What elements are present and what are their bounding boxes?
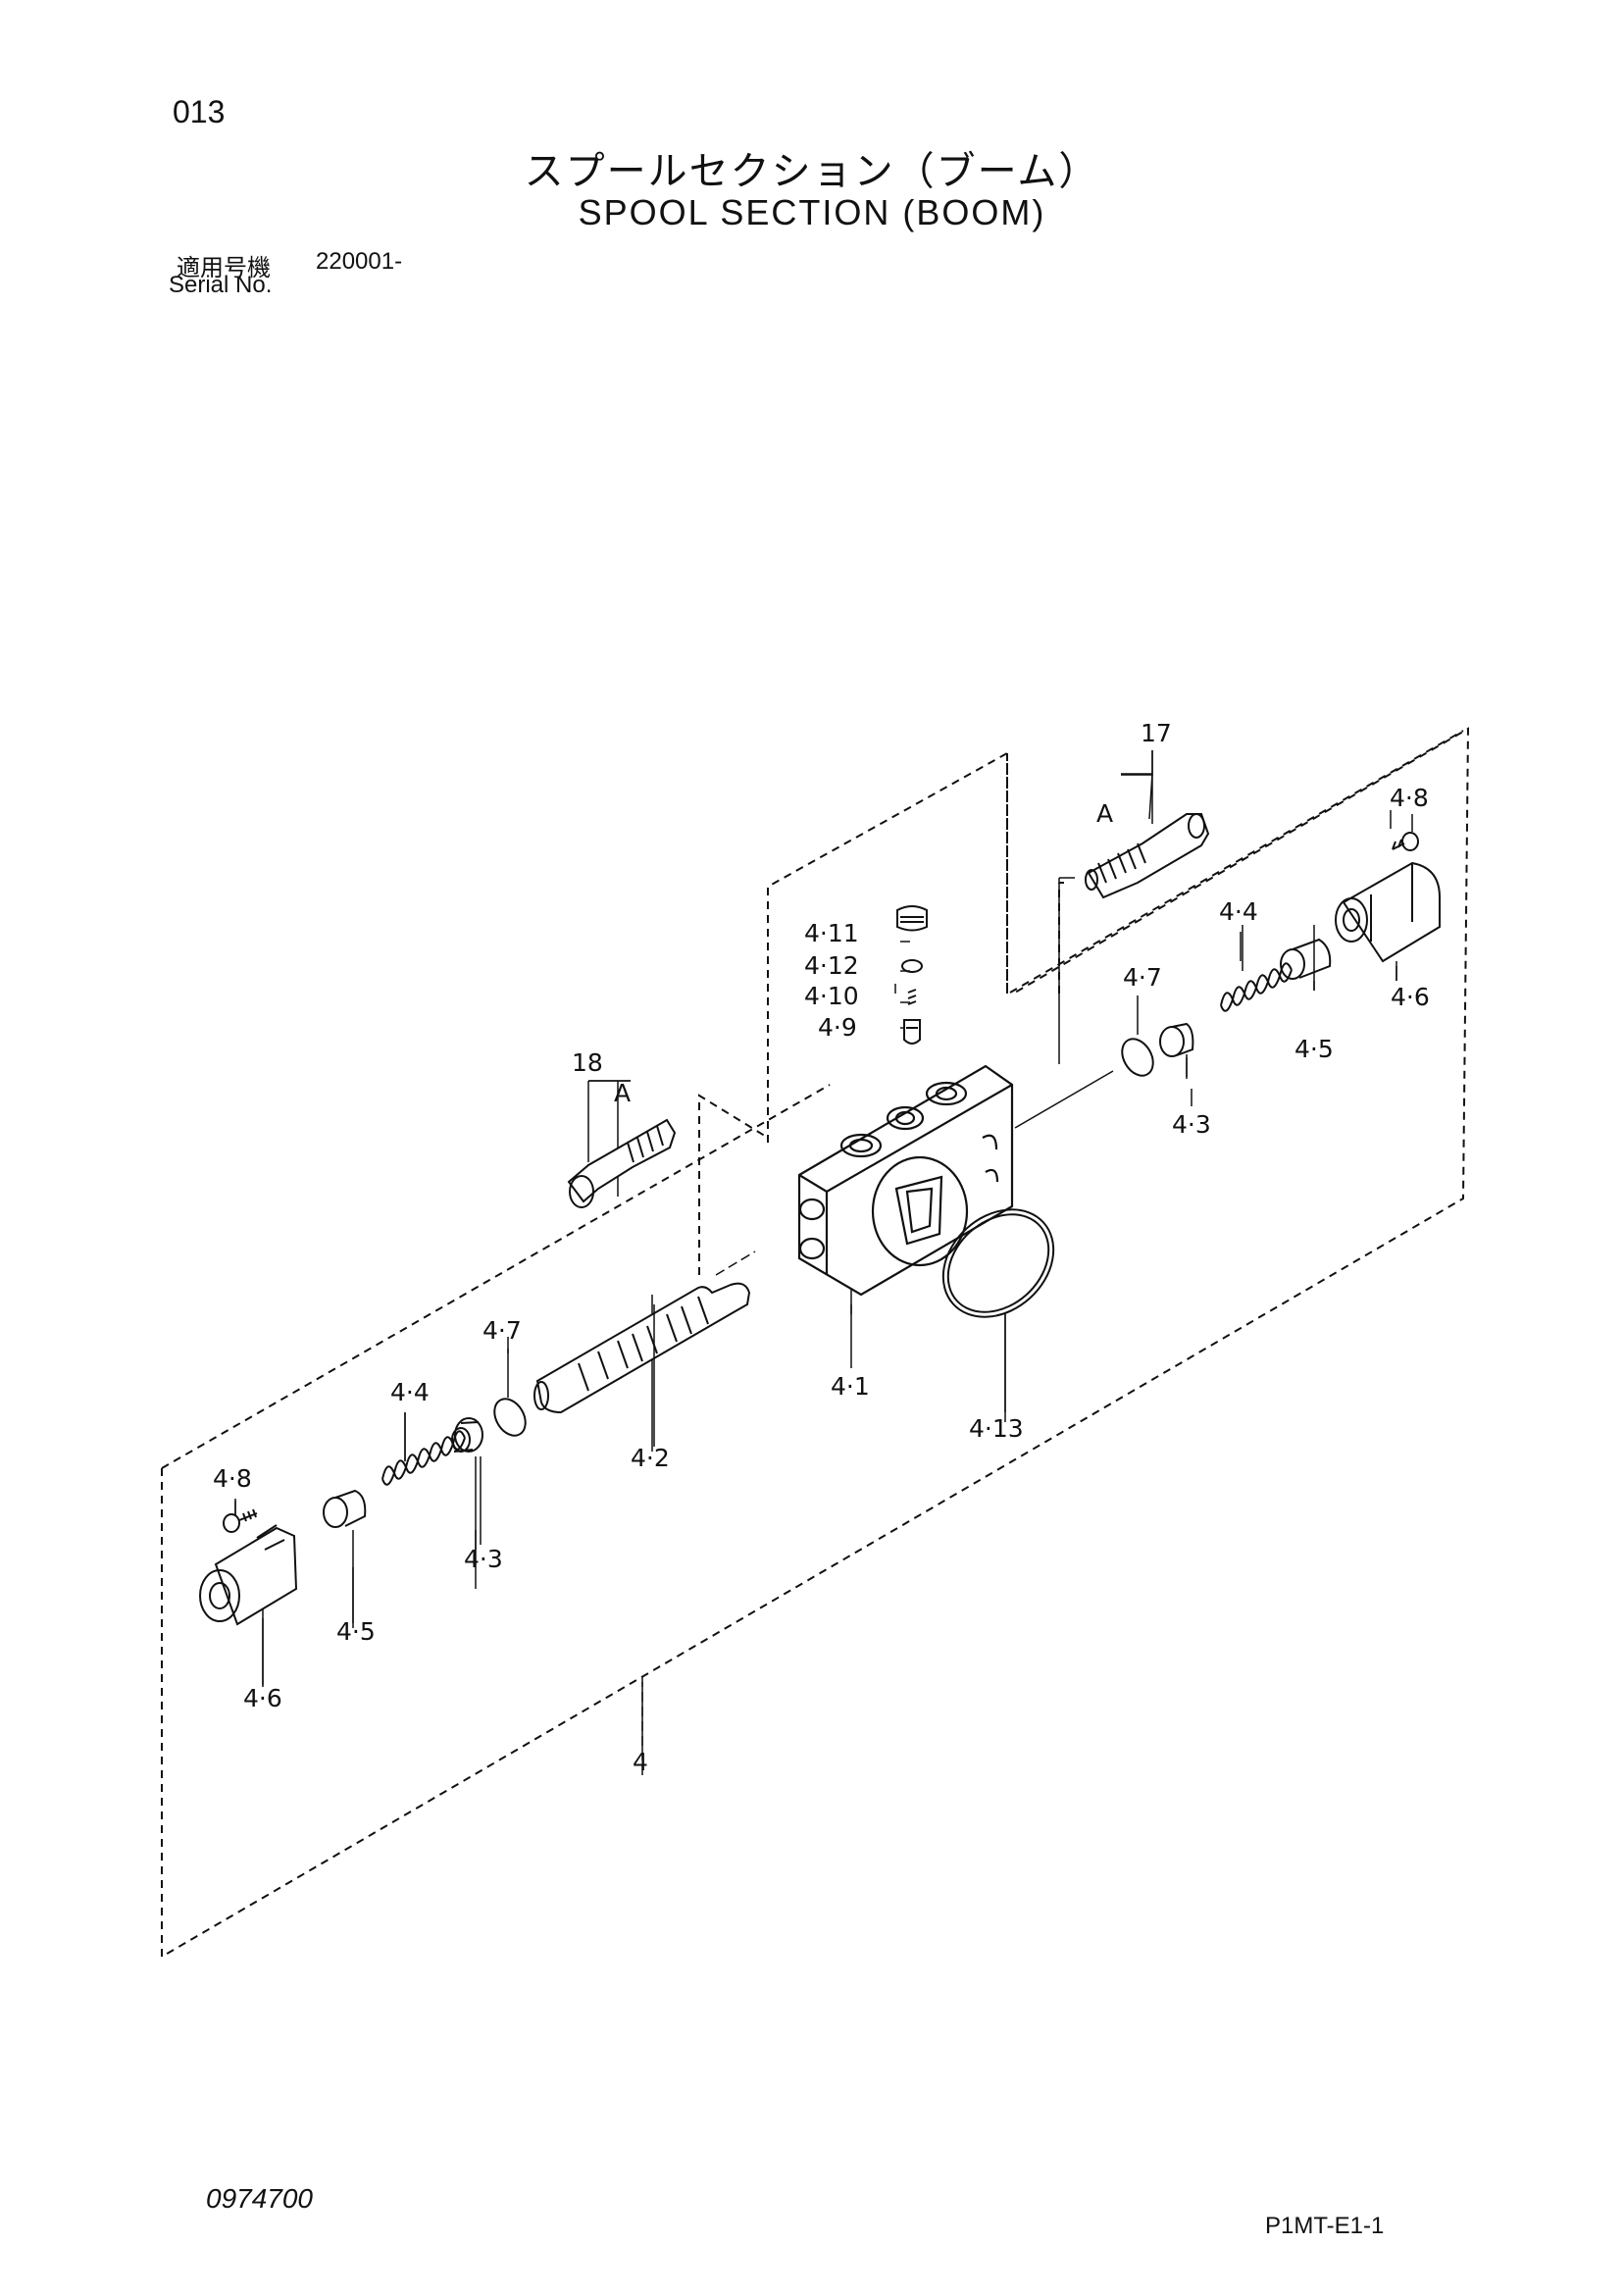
- label-4-3-left: 4·3: [464, 1545, 503, 1573]
- label-4-4-left: 4·4: [390, 1378, 430, 1406]
- label-4-10: 4·10: [804, 982, 859, 1010]
- o-ring-4-12: [901, 959, 923, 973]
- assembly-outline: [161, 727, 1470, 1959]
- label-4-11: 4·11: [804, 919, 859, 947]
- valve-body: [797, 1064, 1014, 1297]
- seat-4-3-right: [1159, 1022, 1194, 1057]
- label-4: 4: [633, 1748, 648, 1776]
- o-ring-4-7-right: [1121, 1038, 1154, 1077]
- title-japanese: スプールセクション（ブーム）: [524, 149, 1100, 194]
- o-ring-4-13: [941, 1208, 1055, 1318]
- title-english: SPOOL SECTION (BOOM): [578, 192, 1046, 232]
- cap-4-6-right: [1335, 861, 1441, 963]
- serial-number-value: 220001-: [316, 248, 403, 275]
- label-4-2: 4·2: [631, 1444, 670, 1472]
- catalog-code: P1MT-E1-1: [1265, 2213, 1385, 2239]
- label-4-9: 4·9: [818, 1013, 857, 1042]
- label-4-5-right: 4·5: [1294, 1035, 1334, 1063]
- label-A-17: A: [1096, 799, 1113, 828]
- spool: [533, 1282, 751, 1414]
- relief-valve-18: [567, 1118, 677, 1208]
- spring-4-4-right: [1220, 962, 1293, 1012]
- label-4-5-left: 4·5: [336, 1617, 376, 1646]
- label-4-3-right: 4·3: [1172, 1110, 1211, 1139]
- label-17: 17: [1141, 719, 1172, 747]
- label-18: 18: [572, 1048, 603, 1077]
- label-4-7-right: 4·7: [1123, 963, 1162, 992]
- spacer-4-5-right: [1280, 938, 1332, 980]
- serial-label-english: Serial No.: [169, 272, 273, 298]
- serial-label-japanese: 適用号機: [177, 254, 271, 281]
- label-4-12: 4·12: [804, 951, 859, 980]
- plug-4-11: [896, 905, 928, 932]
- label-4-7-left: 4·7: [482, 1316, 522, 1345]
- label-A-18: A: [614, 1079, 631, 1107]
- label-4-13: 4·13: [969, 1414, 1024, 1443]
- label-leaders: [234, 750, 1413, 1751]
- spacer-4-5-left: [323, 1489, 367, 1528]
- o-ring-4-7-left: [493, 1398, 527, 1437]
- document-number: 0974700: [206, 2183, 314, 2214]
- label-4-8-right: 4·8: [1390, 784, 1429, 812]
- label-4-6-left: 4·6: [243, 1684, 282, 1712]
- spring-4-4-left: [381, 1430, 466, 1486]
- cap-4-6-left: [199, 1524, 298, 1626]
- spring-4-10: [907, 989, 917, 1005]
- label-4-1: 4·1: [831, 1372, 870, 1401]
- screw-4-8-right: [1392, 832, 1419, 851]
- screw-4-8-left: [223, 1508, 258, 1533]
- label-4-4-right: 4·4: [1219, 897, 1258, 926]
- page-number: 013: [173, 94, 226, 129]
- poppet-4-9: [903, 1019, 921, 1045]
- relief-valve-17: [1085, 813, 1210, 899]
- label-4-8-left: 4·8: [213, 1464, 252, 1493]
- label-4-6-right: 4·6: [1391, 983, 1430, 1011]
